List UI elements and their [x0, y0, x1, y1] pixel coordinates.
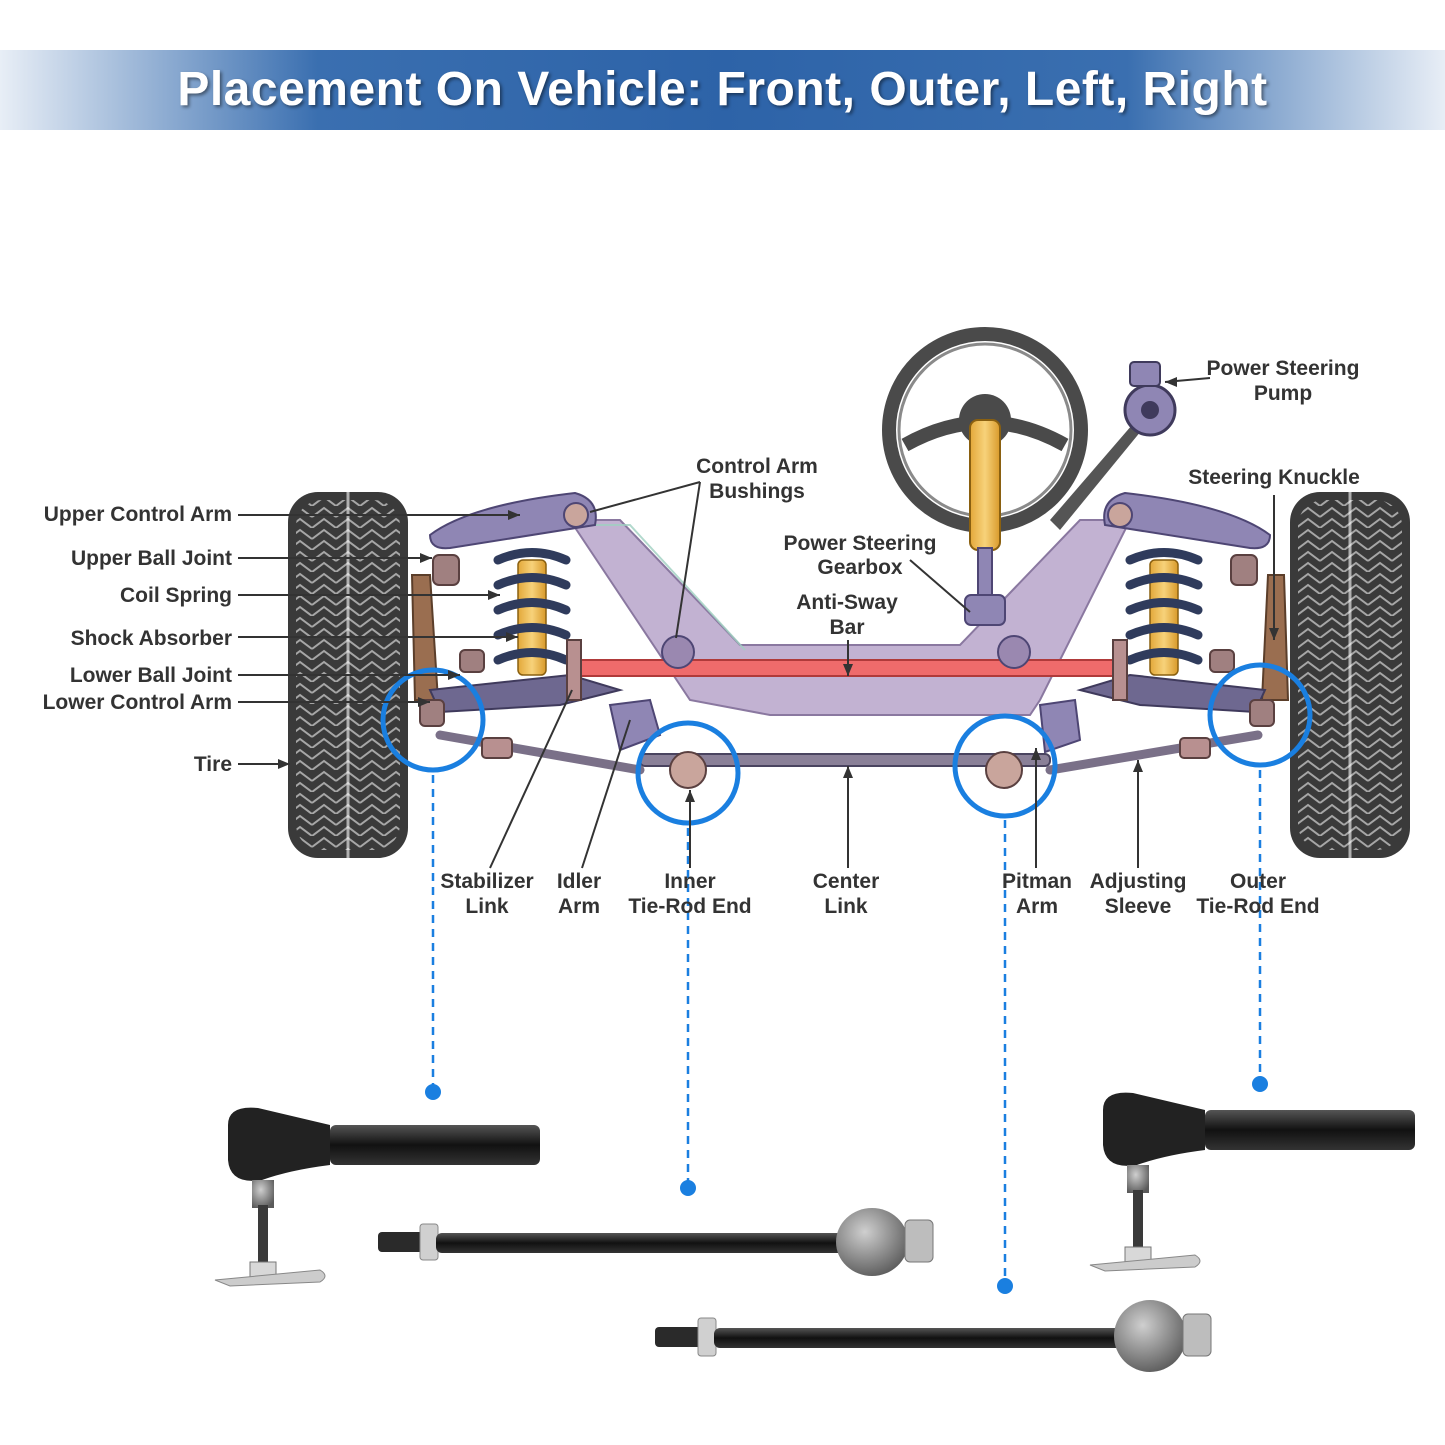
label-pitman-arm-2: Arm: [1016, 895, 1058, 918]
left-lower-control-arm: [428, 673, 624, 714]
label-upper-control-arm: Upper Control Arm: [44, 503, 232, 526]
left-lower-ball-joint: [459, 649, 485, 673]
outer-tie-rod-end-left-part: [214, 1107, 540, 1287]
label-stabilizer-link-2: Link: [465, 895, 508, 918]
label-lower-control-arm: Lower Control Arm: [43, 691, 232, 714]
right-adjusting-sleeve: [1179, 737, 1211, 759]
label-inner-tie-rod-end-1: Inner: [664, 870, 715, 893]
connector-dot-outer-left: [425, 1084, 441, 1100]
label-stabilizer-link-1: Stabilizer: [440, 870, 533, 893]
right-upper-control-arm: [1103, 491, 1272, 550]
right-lower-ball-joint: [1209, 649, 1235, 673]
left-stabilizer-link: [566, 639, 582, 701]
connector-dot-outer-right: [1252, 1076, 1268, 1092]
label-power-steering-pump-2: Pump: [1254, 382, 1312, 405]
label-center-link-2: Link: [824, 895, 867, 918]
label-coil-spring: Coil Spring: [120, 584, 232, 607]
steering-column: [969, 419, 1001, 551]
left-shock-absorber: [517, 559, 547, 676]
inner-tie-rod-right-part: [655, 1300, 1212, 1372]
right-shock-absorber: [1149, 559, 1179, 676]
label-shock-absorber: Shock Absorber: [71, 627, 232, 650]
right-tire: [1290, 492, 1410, 858]
label-adjusting-sleeve-1: Adjusting: [1090, 870, 1187, 893]
left-adjusting-sleeve: [481, 737, 513, 759]
right-upper-ball-joint: [1230, 554, 1258, 586]
pitman-arm: [1038, 698, 1082, 754]
highlight-outer-right: [1207, 662, 1313, 768]
left-upper-ball-joint: [432, 554, 460, 586]
label-center-link-1: Center: [813, 870, 880, 893]
banner-title: Placement On Vehicle: Front, Outer, Left…: [177, 63, 1268, 116]
label-upper-ball-joint: Upper Ball Joint: [71, 547, 232, 570]
power-steering-gearbox: [964, 594, 1006, 626]
right-lower-control-arm: [1076, 673, 1267, 714]
label-control-arm-bushings-1: Control Arm: [696, 455, 818, 478]
label-lower-ball-joint: Lower Ball Joint: [70, 664, 232, 687]
label-power-steering-gearbox-2: Gearbox: [817, 556, 903, 579]
power-steering-pump: [1050, 361, 1177, 530]
highlight-outer-left: [380, 667, 486, 773]
left-coil-spring: [493, 548, 571, 665]
label-steering-knuckle: Steering Knuckle: [1188, 466, 1360, 489]
label-idler-arm-1: Idler: [557, 870, 601, 893]
label-tire: Tire: [194, 753, 232, 776]
right-coil-spring: [1125, 548, 1203, 665]
right-stabilizer-link: [1112, 639, 1128, 701]
inner-tie-rod-left-part: [378, 1208, 934, 1276]
label-power-steering-pump-1: Power Steering: [1207, 357, 1360, 380]
highlight-inner-left: [635, 720, 741, 826]
label-anti-sway-bar-2: Bar: [829, 616, 864, 639]
label-outer-tie-rod-end-2: Tie-Rod End: [1196, 895, 1319, 918]
label-anti-sway-bar-1: Anti-Sway: [796, 591, 898, 614]
label-idler-arm-2: Arm: [558, 895, 600, 918]
connector-dot-inner-right: [997, 1278, 1013, 1294]
left-tie-rod: [435, 730, 645, 775]
outer-tie-rod-end-right-part: [1089, 1092, 1415, 1272]
highlight-inner-right: [952, 713, 1058, 819]
label-adjusting-sleeve-2: Sleeve: [1105, 895, 1172, 918]
label-pitman-arm-1: Pitman: [1002, 870, 1072, 893]
connector-dot-inner-left: [680, 1180, 696, 1196]
label-outer-tie-rod-end-1: Outer: [1230, 870, 1286, 893]
right-tie-rod: [1045, 730, 1263, 775]
title-banner: Placement On Vehicle: Front, Outer, Left…: [0, 50, 1445, 130]
label-power-steering-gearbox-1: Power Steering: [784, 532, 937, 555]
label-control-arm-bushings-2: Bushings: [709, 480, 805, 503]
label-inner-tie-rod-end-2: Tie-Rod End: [628, 895, 751, 918]
idler-arm: [608, 698, 662, 752]
